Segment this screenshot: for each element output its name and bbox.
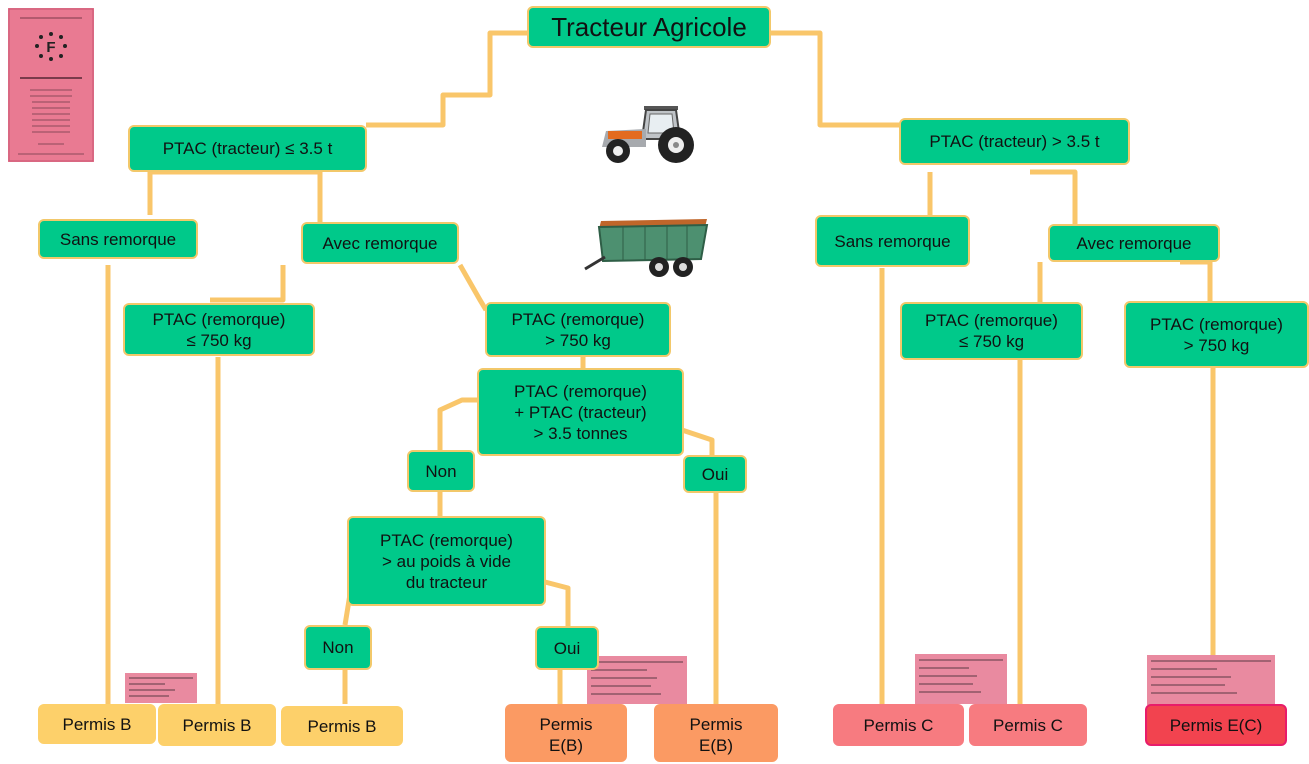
left-poids-vide-node: PTAC (remorque) > au poids à vide du tra… xyxy=(347,516,546,606)
result-permis-c: Permis C xyxy=(969,704,1087,746)
license-page-icon xyxy=(1147,655,1275,705)
left-sum-node: PTAC (remorque) + PTAC (tracteur) > 3.5 … xyxy=(477,368,684,456)
left-oui2-node: Oui xyxy=(535,626,599,670)
diagram-title: Tracteur Agricole xyxy=(527,6,771,48)
license-page-icon xyxy=(915,654,1007,704)
left-remorque-gt-750-node: PTAC (remorque) > 750 kg xyxy=(485,302,671,357)
left-non-node: Non xyxy=(407,450,475,492)
result-permis-c: Permis C xyxy=(833,704,964,746)
license-page-icon xyxy=(125,673,197,703)
right-remorque-gt-750-node: PTAC (remorque) > 750 kg xyxy=(1124,301,1309,368)
result-permis-b: Permis B xyxy=(281,706,403,746)
result-permis-b: Permis B xyxy=(158,704,276,746)
left-avec-remorque-node: Avec remorque xyxy=(301,222,459,264)
license-letter: F xyxy=(46,39,55,56)
tractor-icon xyxy=(602,106,694,163)
left-remorque-le-750-node: PTAC (remorque) ≤ 750 kg xyxy=(123,303,315,356)
license-page-icon xyxy=(587,656,687,704)
result-permis-eb: Permis E(B) xyxy=(654,704,778,762)
left-root-node: PTAC (tracteur) ≤ 3.5 t xyxy=(128,125,367,172)
result-permis-ec: Permis E(C) xyxy=(1145,704,1287,746)
left-sans-remorque-node: Sans remorque xyxy=(38,219,198,259)
right-sans-remorque-node: Sans remorque xyxy=(815,215,970,267)
left-oui-node: Oui xyxy=(683,455,747,493)
result-permis-eb: Permis E(B) xyxy=(505,704,627,762)
right-avec-remorque-node: Avec remorque xyxy=(1048,224,1220,262)
result-permis-b: Permis B xyxy=(38,704,156,744)
driving-license-icon: F xyxy=(8,8,94,162)
left-non2-node: Non xyxy=(304,625,372,670)
right-remorque-le-750-node: PTAC (remorque) ≤ 750 kg xyxy=(900,302,1083,360)
right-root-node: PTAC (tracteur) > 3.5 t xyxy=(899,118,1130,165)
trailer-icon xyxy=(584,219,709,277)
